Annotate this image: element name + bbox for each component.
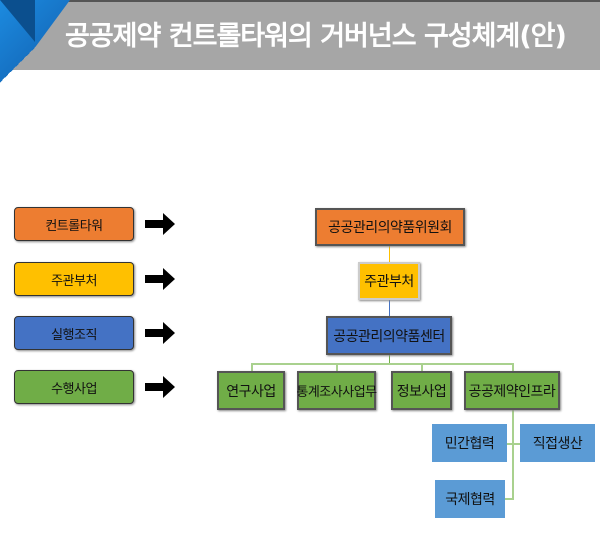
connector <box>251 363 253 371</box>
page-title: 공공제약 컨트롤타워의 거버넌스 구성체계(안) <box>65 21 567 52</box>
arrow-right-icon <box>145 213 175 235</box>
ministry-box: 주관부처 <box>358 262 420 300</box>
connector <box>421 363 423 371</box>
legend-projects: 수행사업 <box>14 370 134 404</box>
header-bar <box>0 0 600 70</box>
connector <box>389 300 390 316</box>
committee-box: 공공관리의약품위원회 <box>315 208 465 246</box>
project-infrastructure: 공공제약인프라 <box>464 371 560 410</box>
connector <box>389 355 390 363</box>
connector <box>251 363 514 365</box>
connector <box>505 498 514 500</box>
legend-executive: 실행조직 <box>14 316 134 350</box>
connector <box>507 443 520 445</box>
arrow-right-icon <box>145 322 175 344</box>
arrow-right-icon <box>145 376 175 398</box>
connector <box>389 246 390 262</box>
legend-control-tower: 컨트롤타워 <box>14 207 134 241</box>
project-statistics: 통계조사사업무 <box>296 371 377 410</box>
legend-ministry: 주관부처 <box>14 262 134 296</box>
connector <box>336 363 338 371</box>
project-research: 연구사업 <box>217 371 285 410</box>
center-box: 공공관리의약품센터 <box>326 316 452 355</box>
arrow-right-icon <box>145 268 175 290</box>
infra-direct-production: 직접생산 <box>520 424 595 462</box>
infra-private-partnership: 민간협력 <box>432 424 507 462</box>
infra-international-cooperation: 국제협력 <box>435 480 505 518</box>
connector <box>512 363 514 371</box>
project-information: 정보사업 <box>391 371 452 410</box>
connector <box>512 410 514 500</box>
